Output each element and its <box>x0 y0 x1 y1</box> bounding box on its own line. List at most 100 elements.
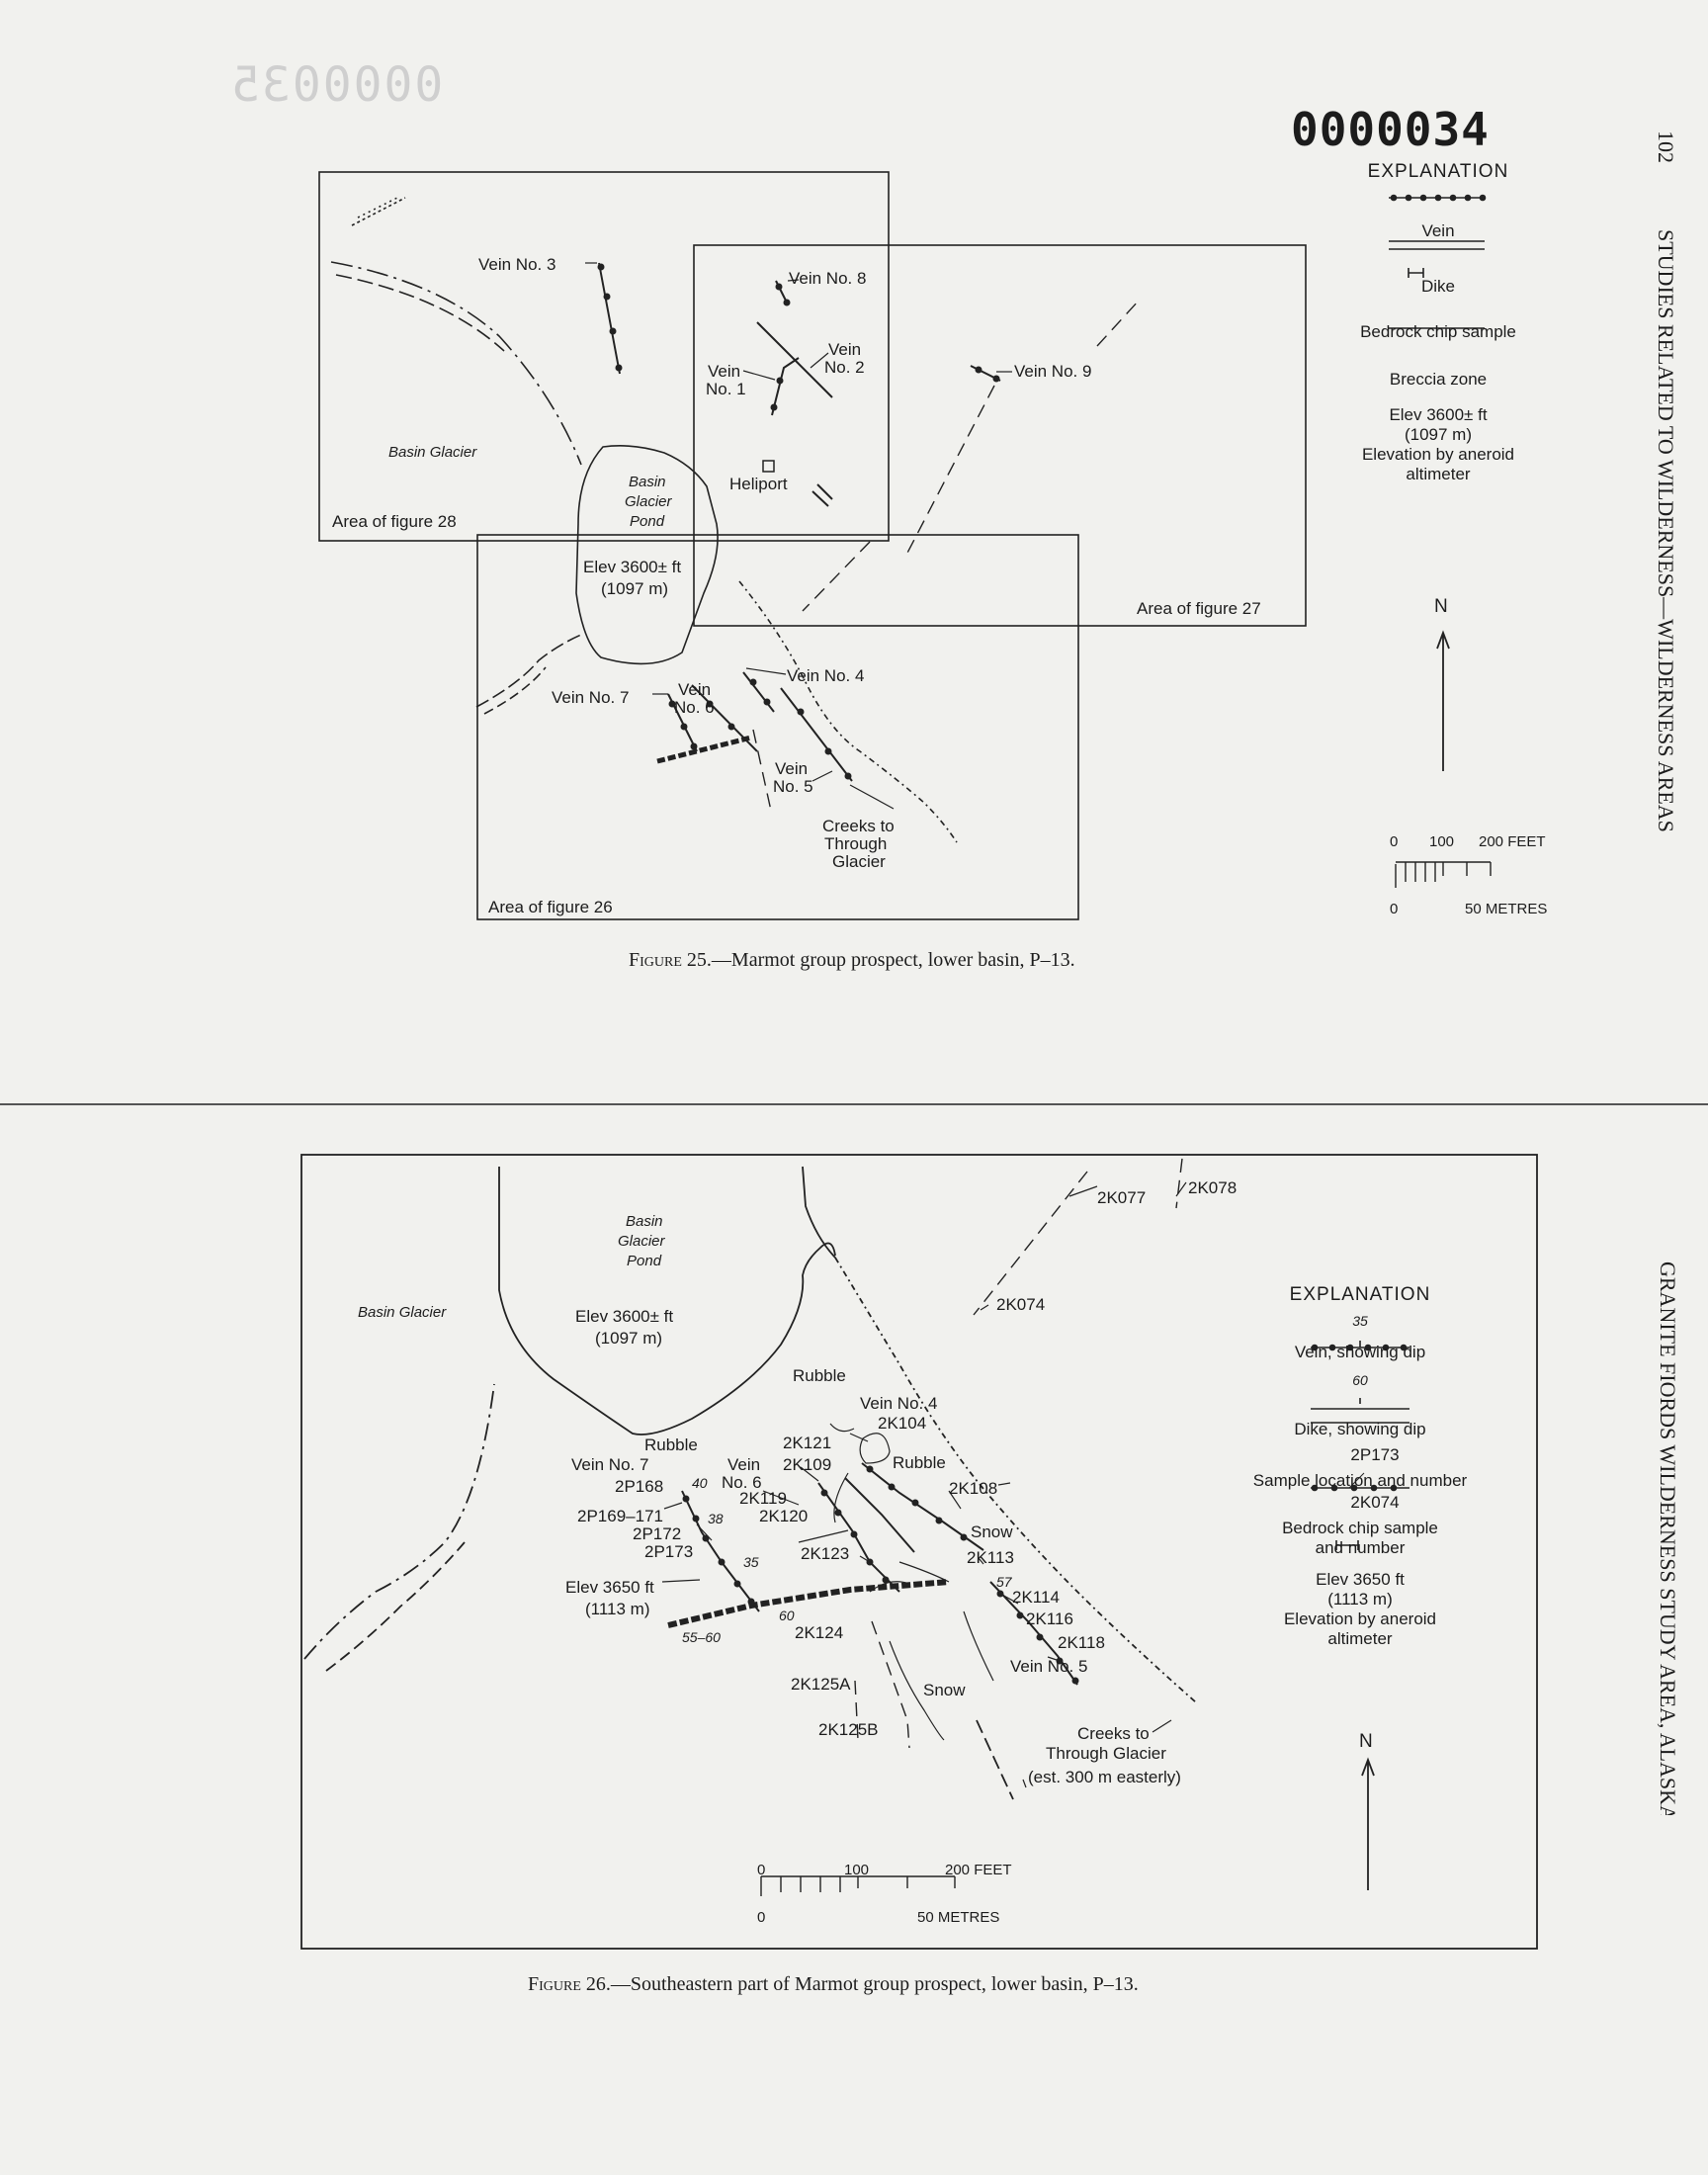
fig26-2k118-label: 2K118 <box>1058 1633 1105 1652</box>
fig25-area-26-label: Area of figure 26 <box>488 898 613 916</box>
fig26-chip-2k078 <box>1175 1158 1183 1209</box>
fig25-scale-t200: 200 FEET <box>1479 833 1546 850</box>
fig25-vein-2-label-b: No. 2 <box>824 358 865 377</box>
fig26-rubble-loop <box>859 1433 891 1464</box>
glacier-margin <box>330 261 582 466</box>
fig25-legend-elev-3: Elevation by aneroid <box>1361 445 1515 464</box>
fig25-vein-1-label-b: No. 1 <box>706 380 746 398</box>
vein-4 <box>742 671 775 713</box>
figure-25-map <box>318 171 1492 920</box>
fig26-vein-mid <box>844 1477 915 1553</box>
fig26-vein-6 <box>817 1482 900 1593</box>
fig26-vein-4-label: Vein No. 4 <box>860 1394 938 1413</box>
area-27-box <box>693 244 1307 627</box>
vein-5 <box>780 687 853 782</box>
area-26-box <box>476 534 1079 920</box>
fig26-legend-dike: Dike, showing dip <box>1294 1420 1426 1438</box>
fig26-creeks-label-2: Through Glacier <box>1046 1744 1166 1763</box>
fig26-elev-label-1a: Elev 3600± ft <box>575 1307 674 1326</box>
fig26-2k123-label: 2K123 <box>801 1544 850 1563</box>
fig25-north-label: N <box>1434 596 1448 617</box>
fig26-2k074-label: 2K074 <box>996 1295 1046 1314</box>
fig26-legend-vein: Vein, showing dip <box>1294 1343 1426 1361</box>
fig25-scale-t100: 100 <box>1429 833 1455 850</box>
fig26-2k077-label: 2K077 <box>1097 1188 1147 1207</box>
fig26-2k116-label: 2K116 <box>1026 1610 1073 1628</box>
fig26-elev-label-2b: (1113 m) <box>585 1600 650 1618</box>
fig26-vein-7 <box>681 1490 760 1612</box>
fig25-vein-5-label-a: Vein <box>775 759 809 778</box>
fig25-legend-breccia: Breccia zone <box>1389 370 1488 389</box>
north-arrow-26 <box>1361 1757 1375 1890</box>
fig26-dip-60: 60 <box>779 1608 795 1623</box>
fig25-area-27-label: Area of figure 27 <box>1137 599 1261 618</box>
fig26-2p169-label: 2P169–171 <box>577 1507 663 1525</box>
fig25-legend-dike: Dike <box>1420 277 1455 296</box>
fig26-basin-glacier-label: Basin Glacier <box>358 1304 447 1321</box>
area-28-box <box>318 171 890 542</box>
page-number: 102 <box>1654 130 1678 163</box>
fig26-creeks-label-3: (est. 300 m easterly) <box>1028 1768 1181 1786</box>
fig25-area-28-label: Area of figure 28 <box>332 512 457 531</box>
fig26-2p168-label: 2P168 <box>615 1477 664 1496</box>
fig25-vein-6-label-a: Vein <box>678 680 712 699</box>
fig25-heliport-label: Heliport <box>729 475 788 493</box>
fig26-dip-35: 35 <box>743 1554 759 1570</box>
fig26-elev-label-2a: Elev 3650 ft <box>565 1578 654 1597</box>
vein-2 <box>756 321 833 398</box>
heliport-symbol <box>762 460 775 473</box>
fig25-vein-1-label-a: Vein <box>708 362 741 381</box>
fig25-pond-label-2: Glacier <box>625 493 672 510</box>
breccia-zone <box>351 197 406 226</box>
fig26-2p173-label: 2P173 <box>644 1542 694 1561</box>
fig25-creeks-label-3: Glacier <box>832 852 886 871</box>
fig26-snow-label-1: Snow <box>971 1522 1013 1541</box>
fig26-legend-chip-2: and number <box>1315 1538 1406 1557</box>
fig25-elev-label-2: (1097 m) <box>601 579 669 598</box>
figure-25-caption-text: —Marmot group prospect, lower basin, P–1… <box>711 949 1075 971</box>
fig26-2k108-label: 2K108 <box>949 1479 998 1498</box>
fig26-creek-lower <box>976 1719 1014 1800</box>
fig26-dip-40: 40 <box>692 1475 708 1491</box>
fig26-legend-chip-line <box>1335 1540 1359 1550</box>
figure-25-caption-prefix: Figure 25. <box>629 949 712 971</box>
fig26-2k120-label: 2K120 <box>759 1507 809 1525</box>
chip-line-1 <box>903 385 995 560</box>
fig26-dip-55-60: 55–60 <box>682 1629 721 1645</box>
fig25-scale-t0: 0 <box>1390 833 1399 850</box>
fig26-creeks-label-1: Creeks to <box>1077 1724 1150 1743</box>
fig26-legend-dike-line <box>1311 1398 1409 1424</box>
figure-26-caption-text: —Southeastern part of Marmot group prosp… <box>610 1973 1139 1995</box>
pond-outline <box>575 445 719 665</box>
fig26-rubble-top: Rubble <box>793 1366 846 1385</box>
fig25-scale-b50: 50 METRES <box>1465 901 1548 917</box>
fig26-chip-2k124 <box>871 1620 910 1749</box>
fig25-pond-label-1: Basin <box>629 474 666 490</box>
fig26-legend-elev-2: (1113 m) <box>1327 1590 1393 1609</box>
fig26-dip-57: 57 <box>996 1574 1012 1590</box>
dike-fig25 <box>656 735 752 764</box>
fig26-vein-6-label-b: No. 6 <box>722 1473 762 1492</box>
fig25-basin-glacier-label: Basin Glacier <box>388 444 477 461</box>
fig26-2k121-label: 2K121 <box>783 1434 832 1452</box>
fig26-glacier-margin <box>303 1383 495 1660</box>
fig25-vein-8-label: Vein No. 8 <box>789 269 867 288</box>
fig26-pond-label-3: Pond <box>627 1253 662 1269</box>
fig26-chip-2k125 <box>854 1680 859 1741</box>
chip-line-3 <box>752 729 772 812</box>
creek-inflow <box>475 634 582 708</box>
fig26-scale-b0: 0 <box>757 1909 766 1926</box>
fig25-legend-elev-1: Elev 3600± ft <box>1389 405 1488 424</box>
figure-26-map <box>300 1154 1538 1950</box>
figure-26-frame <box>300 1154 1538 1950</box>
fig26-elev-label-1b: (1097 m) <box>595 1329 663 1348</box>
fig26-pond-outline <box>498 1167 836 1436</box>
creek-outflow <box>738 580 958 843</box>
document-number: 0000034 <box>1291 103 1490 156</box>
fig25-elev-label-1: Elev 3600± ft <box>583 558 682 576</box>
fig26-scale-t200: 200 FEET <box>945 1862 1012 1878</box>
fig25-vein-3-label: Vein No. 3 <box>478 255 556 274</box>
fig26-2k104-label: 2K104 <box>878 1414 927 1433</box>
fig25-vein-7-label: Vein No. 7 <box>552 688 630 707</box>
fig26-explanation: EXPLANATION 35 Vein, showing dip 60 Dike… <box>1222 1285 1498 1649</box>
